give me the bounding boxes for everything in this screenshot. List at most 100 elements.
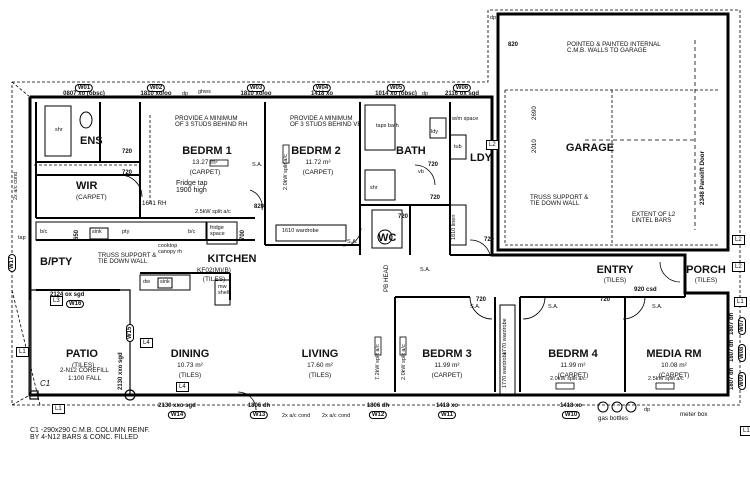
window-tag-w16: W16	[66, 300, 85, 308]
room-porch: PORCH	[686, 264, 726, 276]
note-wardrobe2: 1610 wardrobe	[282, 228, 319, 234]
window-tag-w15: W15	[126, 323, 134, 342]
note-mw-shelf: mw shelf	[218, 284, 230, 296]
note-ac-cond-1: 2x a/c cond	[282, 413, 311, 419]
note-sa-bedrm2: S.A.	[347, 239, 358, 245]
note-linen: 1810 linen	[451, 214, 457, 240]
room-living: LIVING	[301, 348, 339, 360]
fixture-tub: tub	[454, 144, 462, 150]
garage-door-line	[585, 40, 696, 230]
note-sa-bedrm1: S.A.	[252, 162, 263, 168]
dim-720-wc: 720	[398, 214, 409, 220]
fixture-tap: tap	[18, 235, 26, 241]
dim-720-wir: 720	[122, 170, 133, 176]
note-ac-72-living: 7.2kW split a/c	[375, 344, 381, 380]
lintel-tag-l2-porch: L2	[732, 262, 745, 272]
door-swings	[119, 164, 681, 411]
note-fridge-space: fridge space	[210, 225, 225, 237]
room-wir: WIR	[76, 180, 98, 192]
note-cooktop: cooktop canopy rh	[158, 243, 183, 255]
dim-820-garage: 820	[508, 42, 519, 48]
window-spec-w01: 0807 xo (obsc)	[63, 91, 105, 97]
room-bedrm4-floor: (CARPET)	[557, 372, 589, 379]
window-spec-w09: 1807 dh	[729, 367, 735, 390]
note-fridge-tap: Fridge tap 1900 high	[176, 180, 208, 194]
dim-700: 700	[240, 229, 246, 240]
window-spec-w16: 2124 ox sgd	[50, 292, 85, 298]
dim-820-bedrm1: 820	[254, 204, 265, 210]
room-bpty: B/PTY	[40, 256, 73, 268]
gas-bottles-icon	[597, 401, 637, 413]
lintel-tag-l1-patio: L1	[16, 347, 29, 357]
room-media-area: 10.08 m²	[661, 362, 687, 369]
column-tag-c1: C1	[40, 379, 51, 388]
window-tag-w08: W08	[738, 343, 746, 362]
room-ldy: LDY	[470, 152, 492, 164]
room-bath: BATH	[396, 145, 426, 157]
room-kitchen-detail: KF02(M)(B)	[197, 267, 231, 274]
room-ens: ENS	[80, 135, 103, 147]
window-tag-w14: W14	[167, 411, 187, 419]
internal-walls	[35, 102, 686, 392]
window-spec-w02: 1810 xo/oo	[140, 91, 172, 97]
dim-2010: 2010	[531, 139, 538, 153]
window-spec-w12: 1806 dh	[366, 403, 390, 409]
fixture-sink-2: sink	[160, 279, 170, 285]
window-spec-w06: 2116 ox sgd	[444, 91, 480, 97]
note-studs-rh: PROVIDE A MINIMUM OF 3 STUDS BEHIND RH	[175, 115, 248, 129]
note-door-920: 920 csd	[634, 286, 657, 293]
window-spec-w05: 1014 xo (obsc)	[375, 91, 417, 97]
window-tag-w03: W03	[246, 84, 266, 92]
note-sa-living: S.A.	[420, 267, 431, 273]
note-ac-20-bedrm2: 2.0kW split a/c	[283, 154, 289, 190]
dim-720-ens: 720	[122, 149, 133, 155]
note-ac-25-media: 2.5kW split a/c	[648, 376, 684, 382]
fixture-shr-2: shr	[55, 127, 63, 133]
note-gas-bottles: gas bottles	[598, 415, 628, 422]
fixture-dp-2: dp	[422, 91, 429, 97]
window-spec-w13: 1806 dh	[247, 403, 271, 409]
window-tag-w01: W01	[74, 84, 94, 92]
room-bedrm2-area: 11.72 m²	[305, 159, 331, 166]
dim-720-ldy: 720	[430, 195, 441, 201]
fixture-pty: pty	[122, 229, 130, 235]
bathroom-fixtures	[44, 104, 516, 396]
window-tag-w10: W10	[561, 411, 581, 419]
note-ac-25-bedrm1: 2.5kW split a/c	[195, 209, 231, 215]
room-dining-area: 10.73 m²	[177, 362, 203, 369]
room-bedrm3-floor: (CARPET)	[431, 372, 463, 379]
note-studs-vb: PROVIDE A MINIMUM OF 3 STUDS BEHIND VB	[290, 115, 362, 129]
note-garage-walls: POINTED & PAINTED INTERNAL C.M.B. WALLS …	[567, 41, 661, 55]
note-meter-box: meter box	[680, 411, 708, 418]
room-bedrm4: BEDRM 4	[548, 348, 598, 360]
note-pb-head: PB HEAD	[383, 264, 390, 292]
note-sa-bedrm3: S.A.	[470, 304, 481, 310]
dim-2690: 2690	[531, 106, 538, 120]
lintel-tag-l1-porch: L1	[734, 297, 747, 307]
room-porch-floor: (TILES)	[694, 277, 718, 284]
room-living-floor: (TILES)	[308, 372, 332, 379]
note-ac-cond-left: 2x a/c cond	[13, 171, 19, 200]
room-kitchen-floor: (TILES)	[202, 276, 226, 283]
room-bedrm4-area: 11.99 m²	[560, 362, 586, 369]
note-truss-garage: TRUSS SUPPORT & TIE DOWN WALL	[530, 194, 589, 208]
room-bedrm1: BEDRM 1	[182, 145, 232, 157]
lintel-tag-l4-bottom: L4	[176, 382, 189, 392]
lintel-tag-l3: L3	[50, 296, 63, 306]
dim-720-media: 720	[600, 297, 611, 303]
kitchen-benches	[35, 221, 238, 306]
note-truss-kitchen: TRUSS SUPPORT & TIE DOWN WALL	[98, 252, 157, 266]
ac-units	[209, 144, 675, 390]
window-tag-w09: W09	[738, 371, 746, 390]
room-patio-fall: 1:100 FALL	[68, 375, 102, 382]
dim-720-bedrm3: 720	[476, 297, 487, 303]
room-media-floor: (CARPET)	[658, 372, 690, 379]
fixture-dp-4: dp	[644, 407, 651, 413]
room-bedrm1-floor: (CARPET)	[189, 169, 221, 176]
note-panelift: 2348 Panelift Door	[699, 151, 706, 205]
fixture-ghws: ghws	[198, 89, 211, 95]
note-sa-media: S.A.	[652, 304, 663, 310]
room-bedrm2-floor: (CARPET)	[302, 169, 334, 176]
window-spec-w04: 1418 xo	[310, 91, 334, 97]
